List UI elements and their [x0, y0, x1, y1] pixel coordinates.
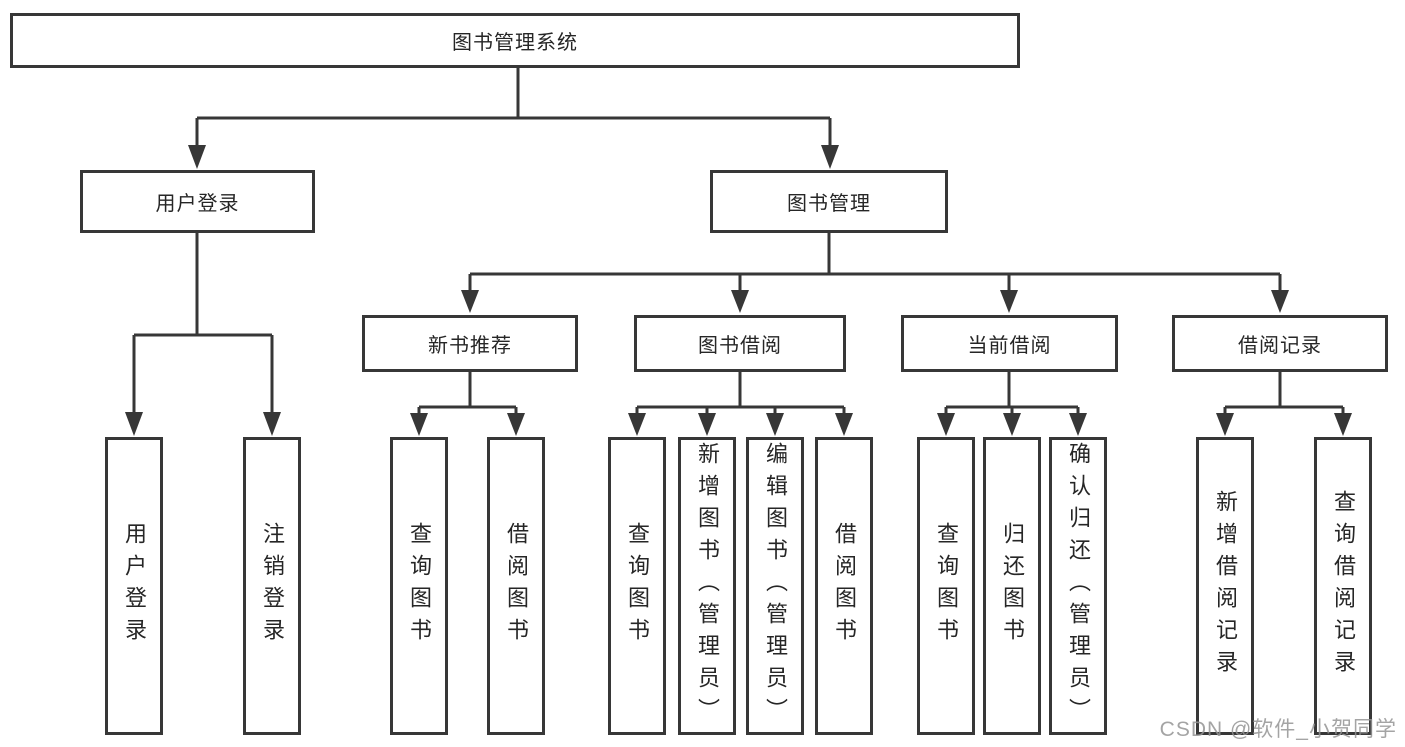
node-label: 当前借阅: [967, 335, 1052, 357]
leaf-confirm-return-admin: 确认归还（管理员）: [1049, 437, 1107, 735]
node-book-management: 图书管理: [710, 170, 948, 233]
node-label: 新增图书（管理员）: [695, 442, 720, 730]
leaf-borrow-books-recommend: 借阅图书: [487, 437, 545, 735]
node-label: 确认归还（管理员）: [1066, 442, 1091, 730]
node-label: 查询图书: [625, 522, 650, 650]
leaf-edit-book-admin: 编辑图书（管理员）: [746, 437, 804, 735]
node-label: 查询图书: [407, 522, 432, 650]
node-label: 借阅记录: [1238, 335, 1322, 357]
node-label: 用户登录: [155, 193, 240, 215]
node-label: 查询图书: [934, 522, 959, 650]
node-library-management-system: 图书管理系统: [10, 13, 1020, 68]
node-label: 新增借阅记录: [1213, 490, 1238, 682]
node-label: 用户登录: [122, 522, 147, 650]
node-label: 图书管理: [787, 193, 871, 215]
node-label: 编辑图书（管理员）: [763, 442, 788, 730]
leaf-return-book: 归还图书: [983, 437, 1041, 735]
node-current-borrow: 当前借阅: [901, 315, 1118, 372]
node-borrow-records: 借阅记录: [1172, 315, 1388, 372]
leaf-add-book-admin: 新增图书（管理员）: [678, 437, 736, 735]
leaf-query-borrow-record: 查询借阅记录: [1314, 437, 1372, 735]
leaf-user-login: 用户登录: [105, 437, 163, 735]
leaf-query-books-borrow: 查询图书: [608, 437, 666, 735]
leaf-borrow-books: 借阅图书: [815, 437, 873, 735]
node-book-borrow: 图书借阅: [634, 315, 846, 372]
node-label: 查询借阅记录: [1331, 490, 1356, 682]
node-new-book-recommend: 新书推荐: [362, 315, 578, 372]
node-label: 新书推荐: [428, 335, 512, 357]
node-label: 归还图书: [1000, 522, 1025, 650]
csdn-watermark: CSDN @软件_小贺同学: [1159, 718, 1397, 741]
leaf-query-books-recommend: 查询图书: [390, 437, 448, 735]
node-label: 借阅图书: [504, 522, 529, 650]
leaf-query-books-current: 查询图书: [917, 437, 975, 735]
node-user-login: 用户登录: [80, 170, 315, 233]
node-label: 借阅图书: [832, 522, 857, 650]
node-label: 图书借阅: [698, 335, 782, 357]
node-label: 图书管理系统: [452, 32, 578, 54]
node-label: 注销登录: [260, 522, 285, 650]
leaf-logout: 注销登录: [243, 437, 301, 735]
leaf-add-borrow-record: 新增借阅记录: [1196, 437, 1254, 735]
